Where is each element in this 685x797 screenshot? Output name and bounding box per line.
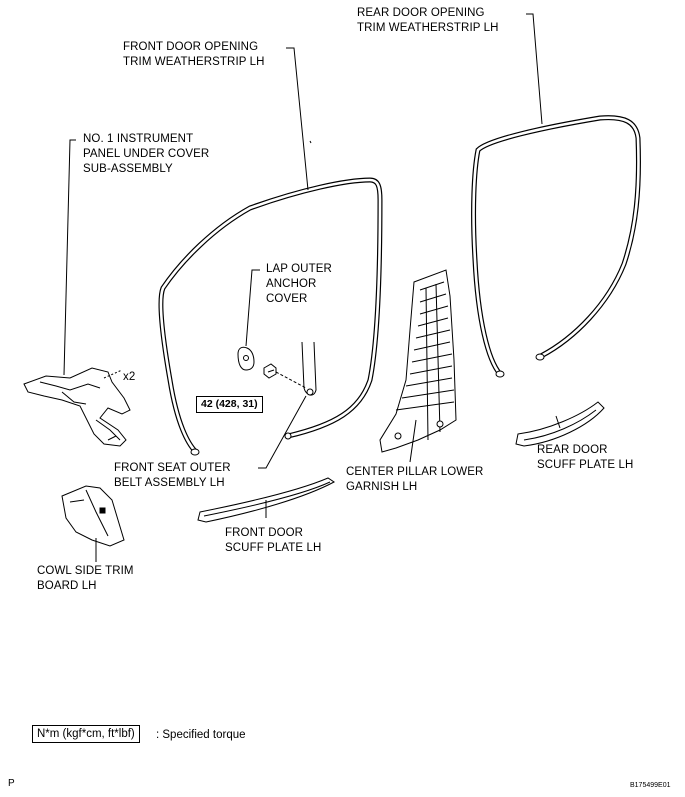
legend-torque-unit: N*m (kgf*cm, ft*lbf) bbox=[32, 725, 140, 743]
figure-code: B175499E01 bbox=[630, 782, 671, 789]
front-door-weatherstrip-drawing bbox=[158, 177, 383, 456]
instrument-panel-cover-drawing bbox=[23, 367, 131, 447]
rear-scuff-plate-drawing bbox=[515, 401, 605, 447]
quantity-label: x2 bbox=[123, 371, 136, 383]
bolt-drawing bbox=[263, 363, 277, 379]
legend-specified-torque: : Specified torque bbox=[156, 729, 246, 741]
torque-value-box: 42 (428, 31) bbox=[196, 396, 263, 413]
leader-lines bbox=[63, 13, 561, 562]
rear-door-weatherstrip-drawing bbox=[471, 115, 641, 378]
cowl-side-board-drawing bbox=[61, 485, 125, 547]
anchor-cover-drawing bbox=[237, 346, 255, 371]
corner-letter: P bbox=[8, 778, 15, 789]
seat-belt-drawing bbox=[301, 341, 317, 396]
center-pillar-garnish-drawing bbox=[379, 269, 457, 453]
